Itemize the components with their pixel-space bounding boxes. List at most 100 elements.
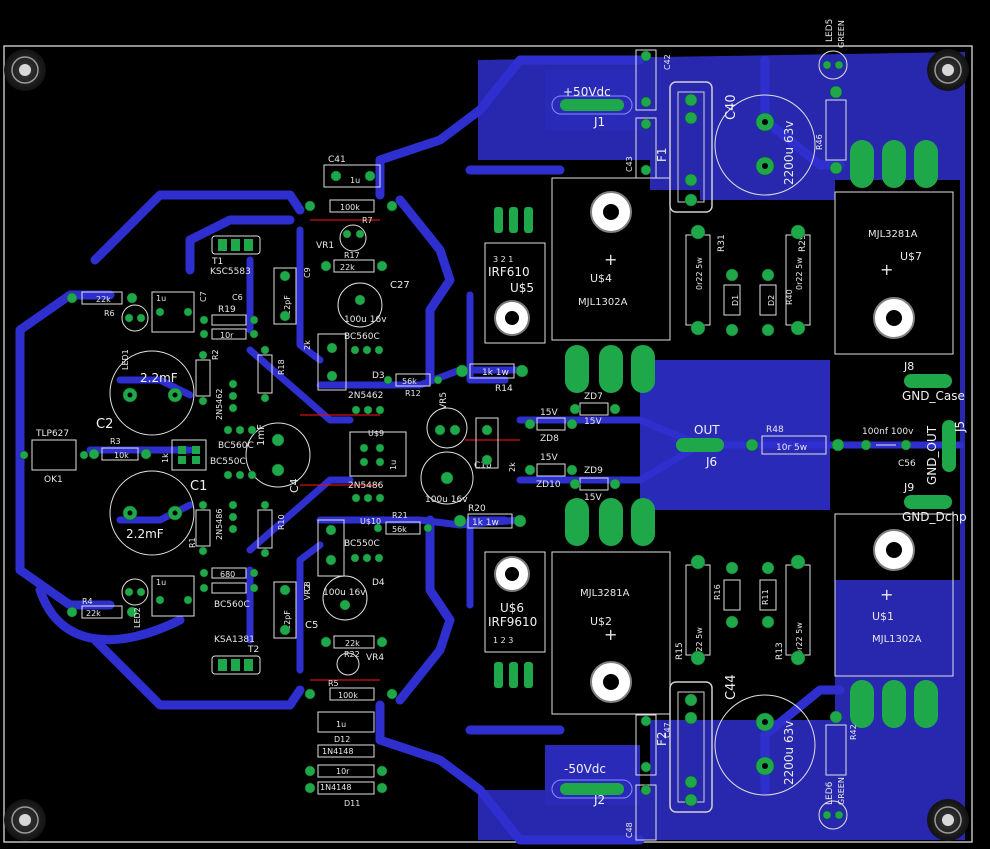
r15-value: 0r22 5w	[695, 627, 704, 660]
r6-val: 22k	[96, 295, 111, 304]
bc560c-a-label: BC560C	[344, 332, 380, 342]
capacitor-c4: C4 1mF	[245, 422, 311, 493]
transistor-u4: U$4 MJL1302A +	[551, 177, 671, 393]
zd10-label: ZD10	[536, 480, 561, 490]
c47-label: C47	[663, 722, 672, 738]
led2-label: LED2	[133, 607, 142, 628]
r13-value: 0r22 5w	[795, 622, 804, 655]
r10-label: R10	[277, 514, 286, 530]
vr1-label: VR1	[316, 241, 334, 251]
r3-label: R3	[110, 437, 121, 446]
resistor-r3: R3 10k	[88, 437, 152, 461]
connector-j5: J5 GND_OUT	[925, 420, 967, 485]
r11-label: R11	[761, 589, 770, 605]
c2-label: C2	[96, 417, 113, 432]
resistor-r15: R15 0r22 5w	[675, 554, 711, 666]
c44-value: 2200u 63v	[782, 721, 796, 785]
capacitor-small-bottom: 1u	[151, 575, 195, 617]
r17-value: 22k	[340, 263, 355, 272]
resistor-r46: R46	[815, 85, 847, 175]
resistor-r19: R19 10r	[199, 305, 259, 340]
r7-value: 100k	[340, 203, 360, 212]
connector-j8: J8 GND_Case	[902, 360, 965, 403]
resistor-r22: 22k R22	[320, 635, 388, 659]
capacitor-c48: C48	[625, 784, 657, 841]
u10-label: U$10	[360, 517, 381, 526]
led5-label: LED5	[825, 19, 835, 42]
r12-label: R12	[405, 389, 421, 398]
svg-text:+: +	[604, 625, 617, 644]
transistor-bc560c-b: BC560C	[218, 425, 257, 451]
fuse-f1: F1	[655, 81, 713, 213]
r48-value: 10r 5w	[776, 443, 807, 453]
c8-value: 22pF	[283, 610, 292, 630]
r40-label: R40	[785, 289, 794, 305]
resistor-r6: 22k R6	[66, 291, 138, 318]
resistor-r4: R4 22k	[66, 597, 138, 619]
u2-part-label: MJL3281A	[580, 588, 630, 599]
resistor-r17: R17 22k	[320, 251, 388, 273]
bc560c-c-label: BC560C	[214, 600, 250, 610]
j8-label: J8	[903, 360, 914, 373]
r48-label: R48	[766, 425, 784, 435]
r14-value: 1k 1w	[482, 368, 509, 378]
svg-text:+: +	[880, 585, 893, 604]
r31-value: 0r22 5w	[695, 257, 704, 290]
c56-value: 100nf 100v	[862, 427, 914, 437]
ic-u9: U$9 1u	[349, 429, 407, 477]
capacitor-c9: C9 22pF	[273, 267, 312, 325]
c41-label: C41	[328, 155, 346, 165]
board-outline	[3, 45, 973, 843]
val-680: 680	[220, 570, 235, 579]
fuse-f2: F2	[655, 681, 713, 813]
capacitor-c2: C2 2.2mF	[96, 350, 195, 436]
r22-label: R22	[344, 650, 360, 659]
r21-value: 56k	[392, 525, 407, 534]
zener-zd7: ZD7 15V	[569, 392, 621, 427]
jfet-2n5462-a: 2N5462	[215, 379, 238, 420]
r20-label: R20	[468, 504, 486, 514]
resistor-r7: 100k R7	[304, 199, 398, 225]
r19-val: 10r	[220, 331, 234, 340]
capacitor-c27: C27 100u 16v	[337, 280, 410, 328]
c4-label: C4	[288, 478, 301, 493]
d2-label: D2	[767, 295, 776, 306]
zener-zd10: 15V ZD10	[524, 453, 578, 490]
d11-res: 10r	[336, 767, 350, 776]
led-led2: LED2	[121, 578, 149, 628]
led-led5: LED5 GREEN	[818, 19, 848, 80]
r17-label: R17	[344, 251, 360, 260]
transistor-bc560c-a: BC560C	[344, 332, 384, 355]
ksc-label: KSC5583	[210, 267, 251, 277]
c48-label: C48	[625, 822, 634, 838]
c5-label: C5	[305, 620, 318, 631]
r2-label: R2	[211, 349, 220, 360]
c10-label: C10	[474, 461, 492, 471]
r5-value: 100k	[338, 691, 358, 700]
mounting-hole-bl	[4, 799, 46, 841]
r42-label: R42	[849, 724, 858, 740]
resistor-r10: R10	[257, 500, 286, 558]
led1-label: LED1	[121, 349, 130, 370]
capacitor-c7: C7	[199, 291, 208, 302]
jfet-2n5486-a: 2N5486	[215, 500, 238, 540]
zd7-value: 15V	[584, 417, 602, 427]
zd8-value: 15V	[540, 408, 558, 418]
capacitor-c8: C8 22pF	[273, 581, 312, 639]
transistor-t1: T1 KSC5583	[210, 235, 261, 277]
ic-small-center: 1k	[161, 439, 207, 471]
r22-value: 22k	[345, 639, 360, 648]
zener-zd9: ZD9 15V	[569, 466, 621, 503]
diode-d12: 1u D12 1N4148	[317, 711, 375, 758]
transistor-bc550c-a: BC550C	[210, 457, 257, 480]
u4-part-label: MJL1302A	[578, 297, 628, 308]
diode-d4: D4	[372, 578, 385, 588]
r1-label: R1	[188, 537, 197, 548]
capacitor-c6: C6	[232, 293, 243, 302]
u7-part-label: MJL3281A	[868, 229, 918, 240]
r12-value: 56k	[402, 377, 417, 386]
transistor-u7: U$7 MJL3281A +	[834, 140, 954, 355]
led-led1: LED1	[121, 304, 149, 370]
connector-j6: OUT J6	[676, 423, 724, 469]
